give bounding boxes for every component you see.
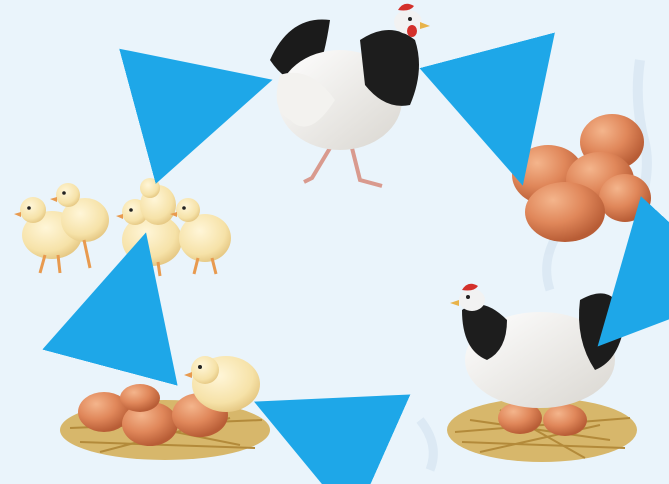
arrow-chicks-to-hen (155, 98, 205, 148)
chicks-icon (14, 178, 231, 276)
arrow-hatching-to-chicks (126, 300, 142, 358)
hen-icon (270, 4, 430, 186)
arrow-eggs-to-brooding (645, 235, 660, 295)
arrow-brooding-to-hatching (318, 428, 380, 436)
arrow-hen-to-eggs (450, 84, 505, 118)
eggs-icon (512, 114, 651, 242)
hatching-eggs-icon (60, 356, 270, 460)
brooding-hen-icon (447, 284, 637, 462)
